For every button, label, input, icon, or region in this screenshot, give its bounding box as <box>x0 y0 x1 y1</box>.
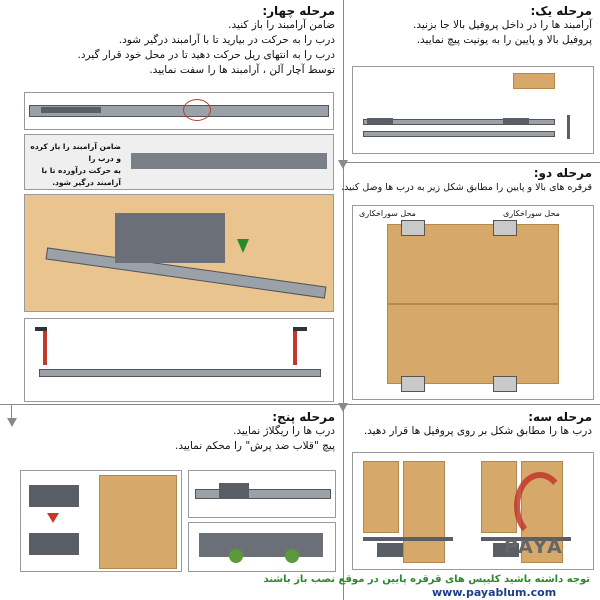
logo-swirl-icon <box>514 472 566 540</box>
step3-title: مرحله سه: <box>528 410 592 424</box>
step3-text: مرحله سه: درب ها را مطابق شکل بر روی پرو… <box>342 410 592 439</box>
step4-line-2: درب را به حرکت در بیارید تا با آرامبند د… <box>118 34 335 46</box>
top-profile <box>363 119 555 125</box>
installation-notice: توجه داشته باشید کلیپس های قرقره پایین د… <box>263 574 590 585</box>
bottom-roller <box>401 376 425 392</box>
step2-illustration: محل سوراخکاری محل سوراخکاری <box>352 205 594 400</box>
bottom-rail <box>363 537 453 541</box>
screw-icon <box>567 115 570 139</box>
anti-jump-hook <box>219 483 249 499</box>
anti-jump-rail <box>195 489 331 499</box>
step5-adjust-view <box>20 470 182 572</box>
step3-line-1: درب ها را مطابق شکل بر روی پروفیل ها قرا… <box>363 425 592 437</box>
logo-text: PAYA <box>504 536 564 558</box>
door-frame-left-inner <box>403 461 445 563</box>
step5-connector <box>11 404 12 419</box>
door-frame-left <box>363 461 399 533</box>
step1-illustration <box>352 66 594 154</box>
roller-housing <box>199 533 323 557</box>
step5-text: مرحله پنج: درب ها را ریگلاژ نمایید. پیچ … <box>85 410 335 454</box>
step4-title: مرحله چهار: <box>262 4 335 18</box>
step2-title: مرحله دو: <box>533 166 592 180</box>
drill-label-left: محل سوراخکاری <box>359 209 416 218</box>
bottom-rail <box>481 537 571 541</box>
step1-text: مرحله یک: آرامبند ها را در داخل پروفیل ب… <box>352 4 592 48</box>
allen-key-right-icon <box>293 327 297 365</box>
door-panel-top <box>387 224 559 304</box>
step5-title: مرحله پنج: <box>272 410 335 424</box>
top-rail <box>29 105 329 117</box>
soft-close-damper <box>503 118 529 124</box>
step1-title: مرحله یک: <box>530 4 593 18</box>
adjuster-part-installed <box>29 533 79 555</box>
callout-text: ضامن آرامبند را باز کرده و درب را به حرک… <box>29 141 121 189</box>
damper-body <box>41 107 101 113</box>
drill-label-right: محل سوراخکاری <box>503 209 560 218</box>
step4-rail-closeup <box>24 92 334 130</box>
step4-line-3: درب را به انتهای ریل حرکت دهید تا در محل… <box>77 49 335 61</box>
top-roller-bracket <box>401 220 425 236</box>
step2-line-1: قرقره های بالا و پایین را مطابق شکل زیر … <box>341 182 592 193</box>
highlight-circle <box>183 99 211 121</box>
damper-detail <box>131 153 327 169</box>
allen-key-left-icon <box>43 327 47 365</box>
adjuster-part <box>29 485 79 507</box>
step4-line-4: توسط آچار آلن ، آرامبند ها را سفت نمایید… <box>149 64 335 76</box>
step5-anti-jump-view <box>188 470 336 518</box>
full-rail <box>39 369 321 377</box>
allen-key-left-handle <box>35 327 47 331</box>
step5-line-2: پیچ "قلاب ضد پرش" را محکم نمایید. <box>175 440 335 452</box>
wheel-icon <box>229 549 243 563</box>
top-roller-bracket <box>493 220 517 236</box>
step4-line-1: ضامن آرامبند را باز کنید. <box>228 19 335 31</box>
step4-3d-view <box>24 194 334 312</box>
roller-carriage <box>115 213 225 263</box>
step1-line-2: پروفیل بالا و پایین را به یونیت پیچ نمای… <box>416 34 592 46</box>
website-url[interactable]: www.payablum.com <box>432 586 557 599</box>
roller-detail <box>377 543 403 557</box>
step5-roller-detail <box>188 522 336 572</box>
step1-line-1: آرامبند ها را در داخل پروفیل بالا جا بزن… <box>413 19 592 31</box>
horizontal-divider-right <box>343 162 600 163</box>
bottom-profile <box>363 131 555 137</box>
vertical-divider <box>343 0 344 600</box>
step4-text: مرحله چهار: ضامن آرامبند را باز کنید. در… <box>77 4 335 78</box>
arrow-down-green-icon <box>237 239 249 253</box>
arrow-down-icon <box>338 160 348 169</box>
step4-callout-panel: ضامن آرامبند را باز کرده و درب را به حرک… <box>24 134 334 190</box>
roller-detail <box>493 543 519 557</box>
callout-line-2: به حرکت درآورده تا با آرامبند درگیر شود. <box>41 166 121 187</box>
arrow-down-icon <box>338 403 348 412</box>
horizontal-divider-top <box>0 404 600 405</box>
bottom-roller <box>493 376 517 392</box>
step2-text: مرحله دو: قرقره های بالا و پایین را مطاب… <box>341 166 592 195</box>
arrow-down-icon <box>7 418 17 427</box>
step4-allen-key-view <box>24 318 334 402</box>
arrow-down-red-icon <box>47 513 59 523</box>
door-panel-bottom <box>387 304 559 384</box>
door-panel-step5 <box>99 475 177 569</box>
callout-line-1: ضامن آرامبند را باز کرده و درب را <box>30 142 121 163</box>
step5-line-1: درب ها را ریگلاژ نمایید. <box>233 425 335 437</box>
brand-logo: PAYA <box>480 470 590 580</box>
step3-illustration <box>352 452 594 570</box>
soft-close-damper <box>367 118 393 124</box>
wheel-icon <box>285 549 299 563</box>
cabinet-unit-top <box>513 73 555 89</box>
allen-key-right-handle <box>293 327 307 331</box>
